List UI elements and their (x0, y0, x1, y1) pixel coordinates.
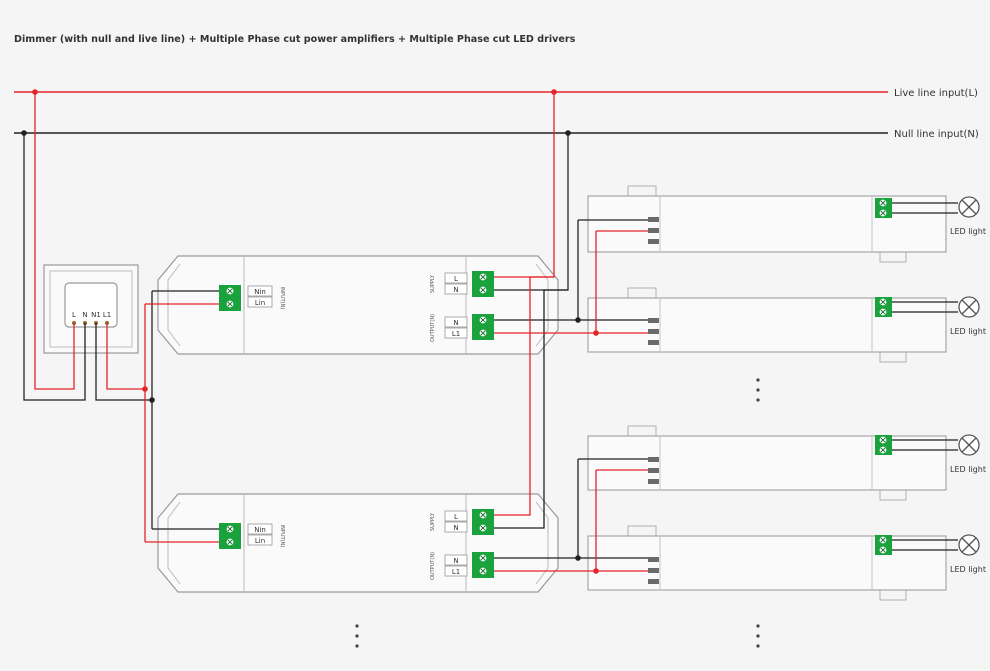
amp-output-terminal: L1 (452, 330, 460, 338)
junction-dots (21, 89, 599, 574)
dimmer-terminal-label: L (72, 311, 76, 319)
null-wiring (23, 133, 648, 559)
led-light-label: LED light (950, 327, 986, 336)
amp-input-terminal: Lin (255, 537, 265, 545)
amp-input-label: INPUT(N) (279, 525, 285, 548)
amp-output-terminal: L1 (452, 568, 460, 576)
amp-supply-label: SUPPLY (430, 274, 436, 293)
led-light-label: LED light (950, 227, 986, 236)
amp-supply-terminal: N (453, 286, 458, 294)
led-output-wires (892, 202, 958, 551)
amp-supply-terminal: L (454, 513, 458, 521)
power-amplifier: Nin Lin INPUT(N) L N SUPPLY N L1 OUTPUT(… (157, 493, 559, 593)
amp-input-terminal: Lin (255, 299, 265, 307)
amp-supply-label: SUPPLY (430, 512, 436, 531)
live-line-label: Live line input(L) (894, 88, 978, 99)
amp-input-terminal: Nin (254, 288, 266, 296)
led-driver (587, 525, 947, 601)
power-amplifier: Nin Lin INPUT(N) L N SUPPLY N L1 OUTPUT(… (157, 255, 559, 355)
amp-supply-terminal: N (453, 524, 458, 532)
diagram-title: Dimmer (with null and live line) + Multi… (14, 34, 576, 45)
amp-output-label: OUTPUT(N) (430, 552, 436, 580)
null-line-label: Null line input(N) (894, 129, 979, 140)
amp-output-terminal: N (453, 319, 458, 327)
live-wiring (34, 92, 648, 572)
amp-output-label: OUTPUT(N) (430, 314, 436, 342)
dimmer-terminal-label: L1 (103, 311, 111, 319)
amp-output-terminal: N (453, 557, 458, 565)
led-light-icon (958, 296, 980, 318)
led-driver (587, 425, 947, 501)
amp-supply-terminal: L (454, 275, 458, 283)
continuation-dots (355, 378, 760, 648)
led-light-icon (958, 434, 980, 456)
amp-input-label: INPUT(N) (279, 287, 285, 310)
led-light-icon (958, 534, 980, 556)
dimmer-terminal-label: N1 (91, 311, 101, 319)
dimmer-terminal-label: N (82, 311, 87, 319)
led-driver (587, 185, 947, 263)
dimmer: L N N1 L1 (43, 264, 139, 354)
led-light-label: LED light (950, 465, 986, 474)
amp-input-terminal: Nin (254, 526, 266, 534)
led-light-icon (958, 196, 980, 218)
led-light-label: LED light (950, 565, 986, 574)
led-driver (587, 287, 947, 363)
